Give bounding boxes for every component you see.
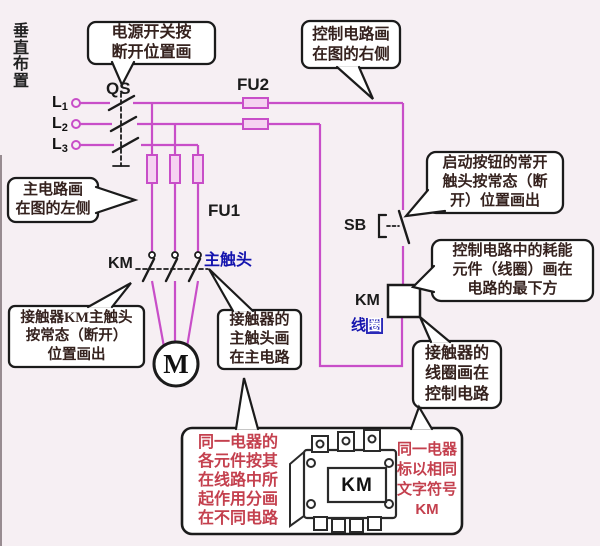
- callout-coil-bottom: 控制电路中的耗能 元件（线圈）画在 电路的最下方: [452, 242, 573, 298]
- callout-coil-control: 接触器的 线圈画在 控制电路: [424, 344, 489, 403]
- callout-main-left: 主电路画 在图的左侧: [15, 181, 91, 217]
- circuit-wires: [80, 101, 405, 368]
- callout-power-switch: 电源开关按 断开位置画: [111, 23, 192, 61]
- coil-word-label: 线圈: [351, 318, 384, 334]
- km-main-label: KM: [108, 255, 133, 272]
- motor-label: M: [163, 348, 189, 379]
- phase-label-l1: L1: [52, 94, 68, 113]
- fu2-fuse-symbols: [242, 97, 269, 130]
- contactor-nameplate-label: KM: [341, 475, 373, 496]
- qs-switch-symbol: [107, 92, 140, 167]
- fu2-label: FU2: [237, 75, 270, 94]
- qs-label: QS: [106, 79, 131, 98]
- fu1-label: FU1: [208, 201, 241, 220]
- callout-km-contacts: 接触器KM主触头 按常态（断开） 位置画出: [20, 309, 133, 363]
- motor-symbol: [152, 340, 200, 388]
- orientation-note: 垂 直 布 置: [12, 23, 29, 90]
- bottom-box-right-text: 同一电器 标以相同 文字符号 KM: [396, 442, 457, 518]
- main-contact-label: 主触头: [204, 252, 253, 269]
- km-main-contacts-symbol: [135, 251, 209, 283]
- callout-control-right: 控制电路画 在图的右侧: [312, 25, 390, 63]
- km-coil-label: KM: [355, 292, 380, 309]
- callout-pointers: [86, 60, 452, 431]
- phase-label-l2: L2: [52, 115, 68, 134]
- km-coil-symbol: [386, 283, 422, 319]
- callout-start-button: 启动按钮的常开 触头按常态（断 开）位置画出: [442, 154, 548, 210]
- callout-main-contacts: 接触器的 主触头画 在主电路: [229, 311, 290, 367]
- phase-terminals: [71, 98, 81, 150]
- fu1-fuse-symbols: [146, 154, 204, 184]
- sb-button-symbol: [377, 209, 411, 245]
- sb-label: SB: [344, 217, 367, 234]
- scan-edge: [0, 155, 2, 546]
- phase-label-l3: L3: [52, 136, 68, 155]
- bottom-box-left-text: 同一电器的 各元件按其 在线路中所 起作用分画 在不同电路: [197, 434, 278, 527]
- contactor-drawing: [289, 429, 398, 533]
